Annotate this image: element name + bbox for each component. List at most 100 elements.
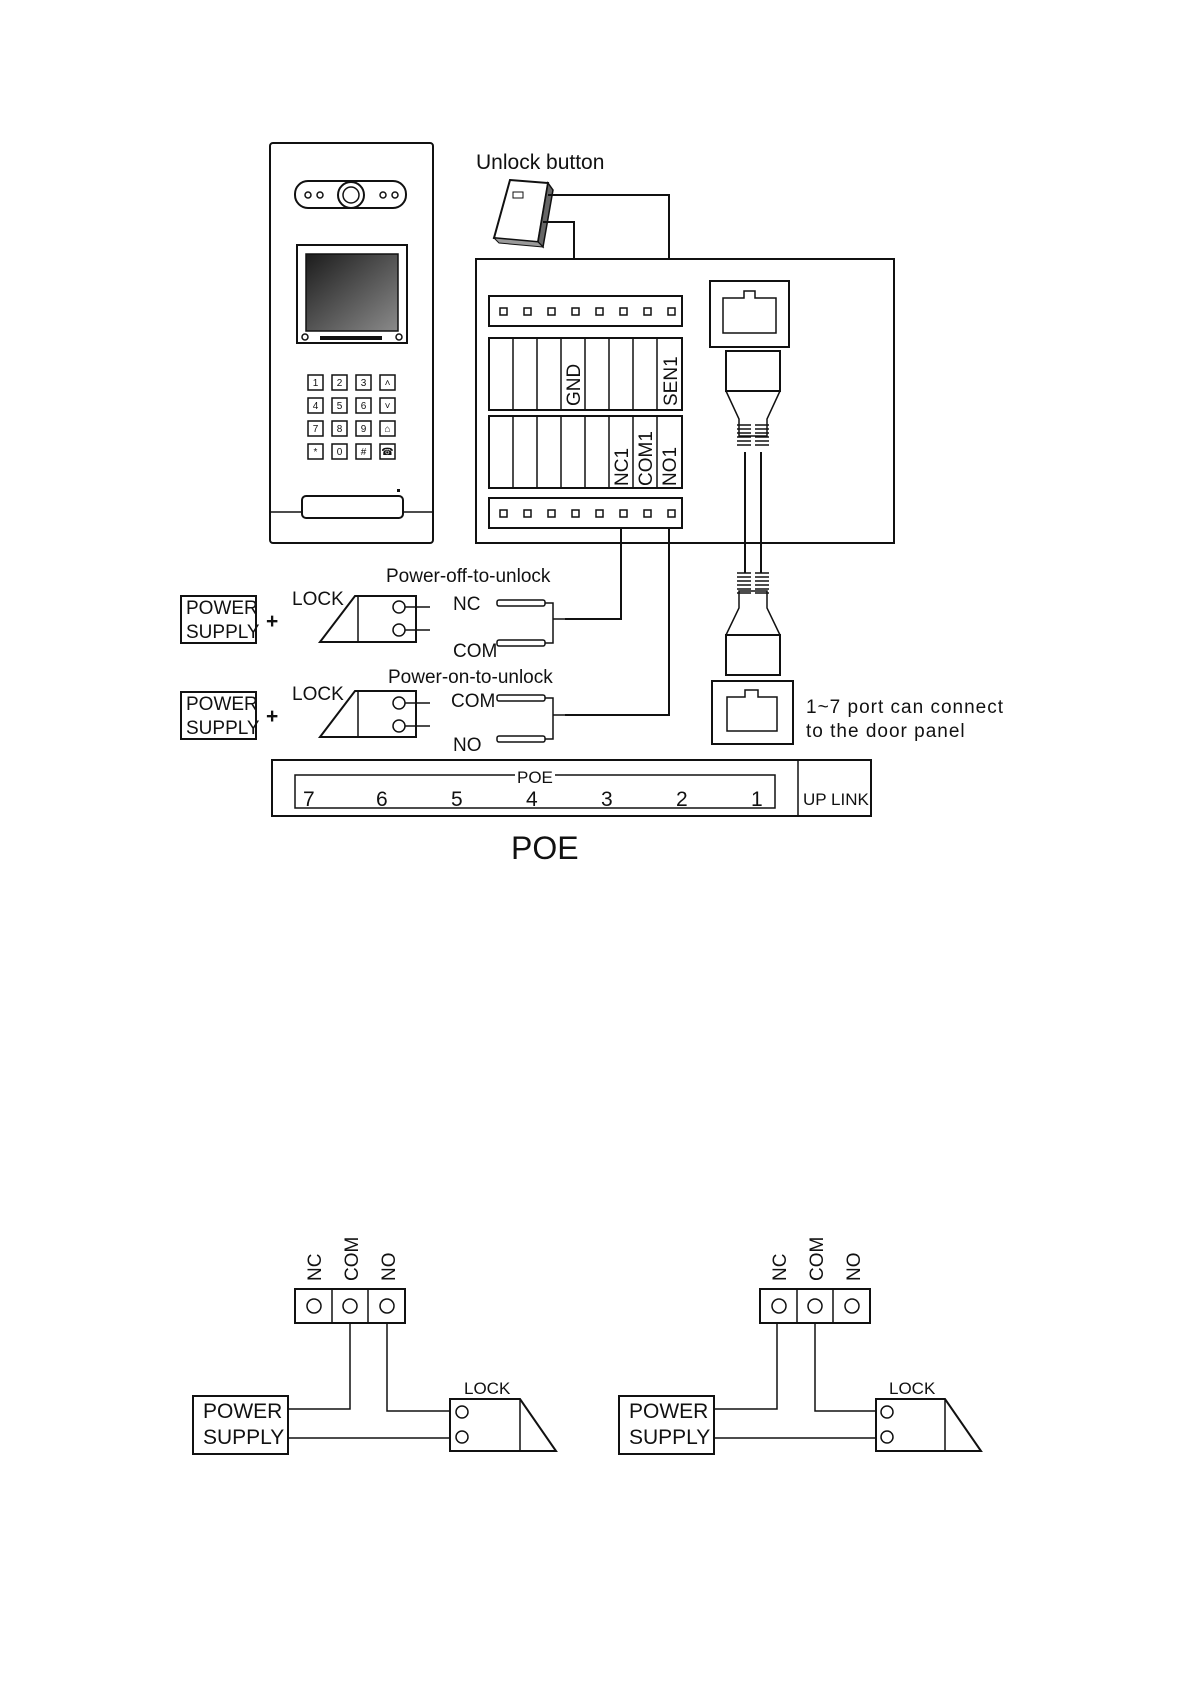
svg-text:POWER: POWER bbox=[186, 694, 258, 715]
svg-text:9: 9 bbox=[361, 424, 367, 435]
svg-text:5: 5 bbox=[337, 401, 343, 412]
upper-connector-pin bbox=[548, 308, 555, 315]
svg-text:2: 2 bbox=[337, 378, 343, 389]
door-panel-device: 1 2 3 ˄ 4 5 6 ˅ 7 8 9 ⌂ * 0 # ☎ bbox=[270, 143, 433, 543]
svg-text:4: 4 bbox=[313, 401, 319, 412]
nc-label-1: NC bbox=[453, 594, 480, 615]
keypad-key: 4 bbox=[308, 398, 323, 413]
port-4: 4 bbox=[526, 788, 538, 811]
port-1: 1 bbox=[751, 788, 763, 811]
br-no-label: NO bbox=[844, 1253, 865, 1282]
keypad-key: 5 bbox=[332, 398, 347, 413]
svg-text:POWER: POWER bbox=[186, 598, 258, 619]
keypad-key: 1 bbox=[308, 375, 323, 390]
br-nc-label: NC bbox=[770, 1254, 791, 1281]
svg-text:SUPPLY: SUPPLY bbox=[629, 1426, 710, 1449]
upper-connector-strip bbox=[489, 296, 682, 326]
port-5: 5 bbox=[451, 788, 463, 811]
poe-inner-label: POE bbox=[517, 768, 553, 787]
upper-connector-pin bbox=[572, 308, 579, 315]
svg-text:1: 1 bbox=[313, 378, 319, 389]
svg-text:SUPPLY: SUPPLY bbox=[186, 622, 260, 643]
wire-leads-1 bbox=[497, 600, 565, 646]
bl-nc-label: NC bbox=[305, 1254, 326, 1281]
lower-connector-pin bbox=[572, 510, 579, 517]
lower-connector-pin bbox=[644, 510, 651, 517]
lower-connector-strip bbox=[489, 498, 682, 528]
port-3: 3 bbox=[601, 788, 613, 811]
wire-leads-2 bbox=[497, 695, 565, 742]
port-6: 6 bbox=[376, 788, 388, 811]
port-note-line1: 1~7 port can connect bbox=[806, 697, 1004, 718]
svg-text:#: # bbox=[361, 447, 367, 458]
power-on-to-unlock-label: Power-on-to-unlock bbox=[388, 667, 553, 688]
bl-com-label: COM bbox=[342, 1237, 363, 1281]
lock-label-2: LOCK bbox=[292, 684, 344, 705]
svg-text:*: * bbox=[314, 447, 318, 458]
power-supply-box-1: POWER SUPPLY bbox=[181, 596, 260, 643]
gnd-terminal-label: GND bbox=[564, 364, 585, 406]
lock-label-1: LOCK bbox=[292, 589, 344, 610]
uplink-label: UP LINK bbox=[803, 790, 869, 809]
display-screen bbox=[306, 254, 398, 331]
keypad-key: ☎ bbox=[380, 444, 395, 459]
lower-connector-pin bbox=[596, 510, 603, 517]
bottom-left-wiring: NC COM NO POWER SUPPLY LOCK bbox=[193, 1237, 556, 1454]
upper-connector-pin bbox=[644, 308, 651, 315]
svg-text:˄: ˄ bbox=[385, 378, 391, 389]
upper-connector-pin bbox=[524, 308, 531, 315]
keypad-key: * bbox=[308, 444, 323, 459]
com-label-1: COM bbox=[453, 641, 497, 662]
upper-connector-pin bbox=[596, 308, 603, 315]
com-label-2: COM bbox=[451, 691, 495, 712]
br-lock-label: LOCK bbox=[889, 1379, 936, 1398]
svg-text:⌂: ⌂ bbox=[384, 424, 390, 435]
svg-text:POWER: POWER bbox=[629, 1400, 708, 1423]
keypad-key: ˄ bbox=[380, 375, 395, 390]
svg-text:POWER: POWER bbox=[203, 1400, 282, 1423]
lower-connector-pin bbox=[548, 510, 555, 517]
switch-rj45-port-icon bbox=[712, 681, 793, 744]
lower-connector-pin bbox=[500, 510, 507, 517]
svg-text:6: 6 bbox=[361, 401, 367, 412]
br-com-label: COM bbox=[807, 1237, 828, 1281]
keypad-key: ˅ bbox=[380, 398, 395, 413]
sen1-terminal-label: SEN1 bbox=[661, 356, 682, 406]
bl-lock-label: LOCK bbox=[464, 1379, 511, 1398]
svg-text:8: 8 bbox=[337, 424, 343, 435]
lower-connector-pin bbox=[524, 510, 531, 517]
no1-terminal-label: NO1 bbox=[660, 447, 681, 486]
keypad-key: ⌂ bbox=[380, 421, 395, 436]
keypad-key: 3 bbox=[356, 375, 371, 390]
lower-terminal-block: NC1 COM1 NO1 bbox=[489, 416, 682, 488]
power-off-to-unlock-label: Power-off-to-unlock bbox=[386, 566, 551, 587]
svg-text:˅: ˅ bbox=[385, 401, 391, 412]
bottom-right-wiring: NC COM NO POWER SUPPLY LOCK bbox=[619, 1237, 981, 1454]
keypad-key: 9 bbox=[356, 421, 371, 436]
bl-no-label: NO bbox=[379, 1253, 400, 1282]
no-label-2: NO bbox=[453, 735, 482, 756]
rj45-port-icon bbox=[710, 281, 789, 347]
plus-sign-2: + bbox=[266, 705, 278, 728]
lower-connector-pin bbox=[620, 510, 627, 517]
port-2: 2 bbox=[676, 788, 688, 811]
svg-text:7: 7 bbox=[313, 424, 319, 435]
upper-connector-pin bbox=[620, 308, 627, 315]
keypad-key: 8 bbox=[332, 421, 347, 436]
keypad-key: # bbox=[356, 444, 371, 459]
unlock-button-label: Unlock button bbox=[476, 151, 604, 174]
poe-switch: POE 7 6 5 4 3 2 1 UP LINK bbox=[272, 760, 871, 816]
upper-connector-pin bbox=[500, 308, 507, 315]
svg-text:3: 3 bbox=[361, 378, 367, 389]
lower-connector-pin bbox=[668, 510, 675, 517]
port-note-line2: to the door panel bbox=[806, 721, 966, 742]
card-reader-slot bbox=[302, 496, 403, 518]
nc1-terminal-label: NC1 bbox=[612, 448, 633, 486]
com1-terminal-label: COM1 bbox=[636, 431, 657, 486]
upper-connector-pin bbox=[668, 308, 675, 315]
svg-text:SUPPLY: SUPPLY bbox=[186, 718, 260, 739]
upper-terminal-block: GND SEN1 bbox=[489, 338, 682, 410]
svg-text:0: 0 bbox=[337, 447, 343, 458]
power-supply-box-2: POWER SUPPLY bbox=[181, 692, 260, 739]
